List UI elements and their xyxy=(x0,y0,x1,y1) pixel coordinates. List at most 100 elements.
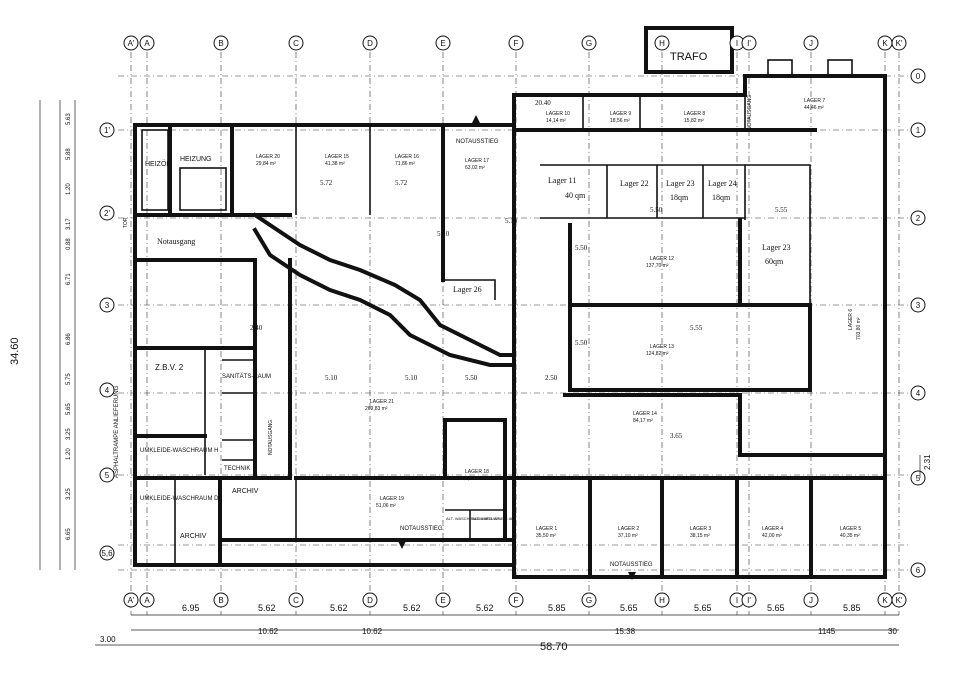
left-dim: 5.65 xyxy=(66,403,72,415)
left-dim: 1.20 xyxy=(66,448,72,460)
room-lager-9-name: LAGER 9 xyxy=(610,111,631,117)
interior-dim: 3.65 xyxy=(670,432,683,440)
axis-label-top-circle xyxy=(213,35,229,51)
axis-label-top: K' xyxy=(896,39,903,48)
axis-label-bottom: A' xyxy=(128,596,135,605)
left-dim: 0.88 xyxy=(66,238,72,250)
axis-label-top: K xyxy=(882,39,888,48)
axis-label-top: F xyxy=(514,39,519,48)
room-sanitaet: SANITÄTS-RAUM xyxy=(222,373,271,380)
axis-label-bottom-circle xyxy=(654,592,670,608)
axis-label-bottom: K' xyxy=(896,596,903,605)
row-label-right-circle xyxy=(910,122,926,138)
room-lager-11-area: 40 qm xyxy=(565,191,586,200)
interior-dim: 5.10 xyxy=(505,217,518,225)
room-archiv-2: ARCHIV xyxy=(180,533,207,540)
interior-dim: 5.50 xyxy=(575,339,588,347)
axis-label-top: B xyxy=(218,39,223,48)
axis-label-bottom: I xyxy=(736,596,738,605)
room-lager-4-name: LAGER 4 xyxy=(762,526,783,532)
left-dim: 3.17 xyxy=(66,218,72,230)
axis-label-top: A xyxy=(144,39,150,48)
room-umkleide-h: UMKLEIDE-WASCHRAUM H xyxy=(140,448,218,454)
left-dim: 6.65 xyxy=(66,528,72,540)
axis-label-top-circle xyxy=(435,35,451,51)
room-lager-1-name: LAGER 1 xyxy=(536,526,557,532)
axis-label-top-circle xyxy=(654,35,670,51)
room-lager-24-area: 18qm xyxy=(712,193,731,202)
axis-label-bottom: F xyxy=(514,596,519,605)
room-lager-6-area: 703,80 m² xyxy=(856,317,862,340)
room-lager-11-name: Lager 11 xyxy=(548,176,576,185)
room-lager-26: Lager 26 xyxy=(453,285,482,294)
axis-label-bottom: G xyxy=(586,596,592,605)
row-label-right-circle xyxy=(910,297,926,313)
room-lager-20-name: LAGER 20 xyxy=(256,154,280,160)
axis-label-bottom-circle xyxy=(891,592,907,608)
axis-label-bottom: E xyxy=(440,596,445,605)
room-heizung: HEIZUNG xyxy=(180,156,212,163)
row-label-left: 1' xyxy=(104,126,110,135)
bottom-dim: 5.62 xyxy=(403,603,421,613)
room-lager-5-area: 40,35 m² xyxy=(840,533,860,539)
row-label-right: 5 xyxy=(916,474,921,483)
left-dim: 3.25 xyxy=(66,428,72,440)
room-lager-23a-area: 18qm xyxy=(670,193,689,202)
room-zbv: Z.B.V. 2 xyxy=(155,363,184,372)
interior-dim: 5.10 xyxy=(325,374,338,382)
exit-arrow-icon xyxy=(628,572,636,580)
dimension-lines xyxy=(39,100,921,646)
left-dim: 6.86 xyxy=(66,333,72,345)
axis-label-bottom: I' xyxy=(747,596,751,605)
walls xyxy=(133,26,887,579)
row-label-right: 2 xyxy=(916,214,921,223)
axis-label-bottom-circle xyxy=(508,592,524,608)
row-label-right: 6 xyxy=(916,566,921,575)
room-lager-10-area: 14,14 m² xyxy=(546,118,566,124)
room-lager-17-name: LAGER 17 xyxy=(465,158,489,164)
room-lager-12-name: LAGER 12 xyxy=(650,256,674,262)
room-lager-1-area: 35,50 m² xyxy=(536,533,556,539)
room-technik: TECHNIK xyxy=(224,466,250,472)
interior-dim: 2.40 xyxy=(250,324,263,332)
room-lager-16-area: 71,86 m² xyxy=(395,161,415,167)
row-label-left: 2' xyxy=(104,209,110,218)
bottom-dim: 15.38 xyxy=(615,627,636,636)
axis-label-top-circle xyxy=(741,35,757,51)
room-lager-2-area: 37,10 m² xyxy=(618,533,638,539)
room-lager-10-name: LAGER 10 xyxy=(546,111,570,117)
room-lager-21-name: LAGER 21 xyxy=(370,399,394,405)
bottom-dim: 5.65 xyxy=(694,603,712,613)
axis-label-top: A' xyxy=(128,39,135,48)
axis-label-top: H xyxy=(659,39,665,48)
dimension-texts: 6.95 5.62 5.62 5.62 5.62 5.85 5.65 5.65 … xyxy=(9,337,932,653)
row-label-left-circle xyxy=(99,122,115,138)
interior-dim: 5.72 xyxy=(395,179,408,187)
axis-label-top: J xyxy=(809,39,813,48)
tor-label: TOR xyxy=(123,217,129,228)
left-dim: 5.75 xyxy=(66,373,72,385)
row-label-right-circle xyxy=(910,562,926,578)
axis-label-top-circle xyxy=(288,35,304,51)
bottom-dim: 5.62 xyxy=(330,603,348,613)
axis-label-bottom-circle xyxy=(139,592,155,608)
room-trafo: TRAFO xyxy=(670,51,708,63)
row-label-left-circle xyxy=(99,467,115,483)
total-height: 34.60 xyxy=(9,337,21,365)
room-lager-5-name: LAGER 5 xyxy=(840,526,861,532)
right-dim: 2.31 xyxy=(923,454,932,470)
row-label-right-circle xyxy=(910,470,926,486)
other-labels: NOTAUSSTIEG NOTAUSSTIEG NOTAUSSTIEG Nota… xyxy=(114,95,753,580)
axis-label-top: C xyxy=(293,39,299,48)
notausgang-corridor: NOTAUSGANG xyxy=(268,420,274,455)
axis-label-bottom: H xyxy=(659,596,665,605)
axis-label-top: I xyxy=(736,39,738,48)
bottom-dim: 10.62 xyxy=(258,627,279,636)
room-alt-wasch: ALT. WASCH-RAUM NEU: AR xyxy=(446,516,500,521)
left-dim: 6.71 xyxy=(66,273,72,285)
room-lager-17-area: 63,02 m² xyxy=(465,165,485,171)
row-label-left-circle xyxy=(99,297,115,313)
